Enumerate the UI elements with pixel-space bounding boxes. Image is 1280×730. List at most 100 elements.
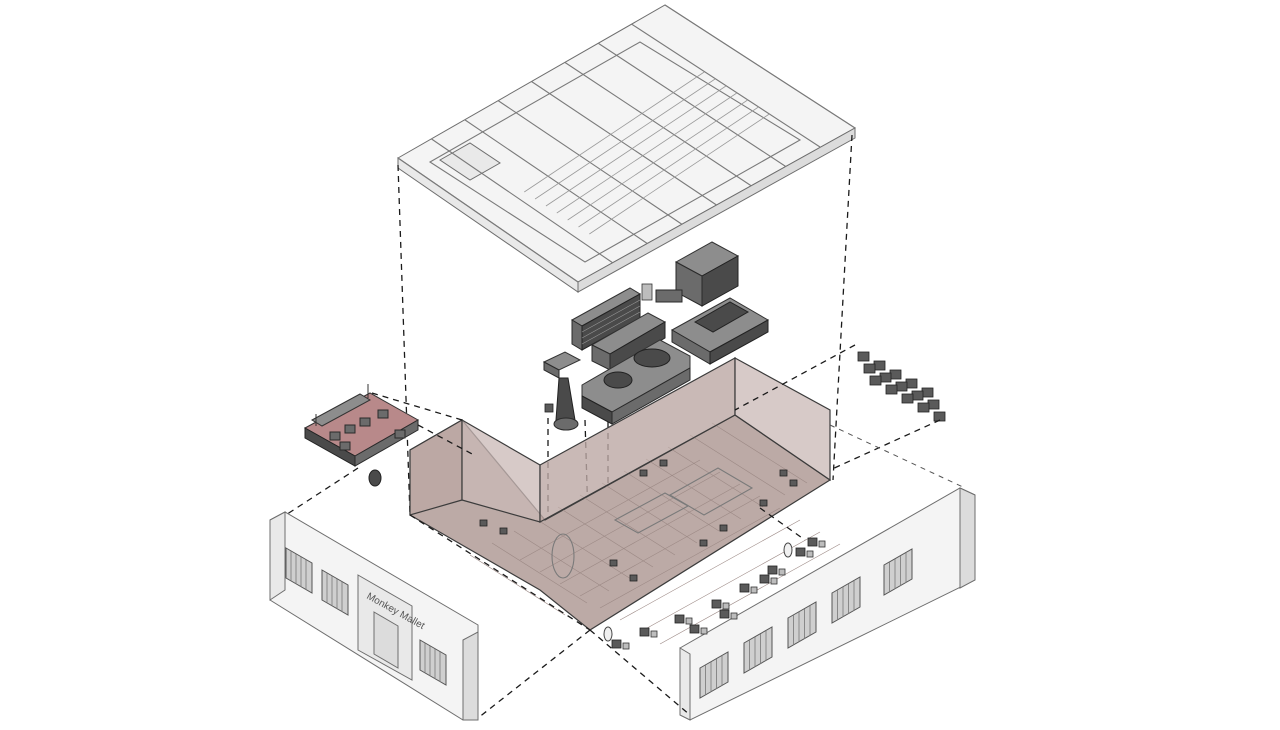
facade-right-return [959,487,976,589]
outdoor-table [719,609,730,619]
outdoor-table [711,599,722,609]
kitchen-appliance [641,283,653,301]
roof-strip [545,85,727,207]
roof-strip [556,92,738,214]
roof-beam [531,81,717,206]
lounge-banquette [310,393,372,427]
lounge-chair [394,429,406,439]
outdoor-table [795,547,806,557]
seat-row-chair [857,351,870,362]
interior-room-shell [409,356,881,669]
outdoor-chair [650,630,658,638]
floor-tile-line [619,519,801,621]
host-stand [544,403,554,413]
outdoor-chair [622,642,630,650]
floor-tile-line [623,470,720,532]
interior-chair [719,524,728,532]
wall-right [734,356,831,482]
roof-beam [664,4,856,129]
roof-beams [397,4,856,283]
ground-guide-left [477,629,591,719]
seat-row-chair [927,399,940,410]
wall-left-return [409,418,463,516]
floor-tile-line [513,530,610,592]
roof-beam [431,138,613,264]
floor-tile-line [711,422,808,484]
guide-left [397,164,411,516]
shelf-line [581,305,641,339]
outdoor-table [689,624,700,634]
seat-row-chair [889,369,902,380]
outdoor-table [807,537,818,547]
seat-row-chair [911,390,924,401]
outdoor-chair [770,577,778,585]
roof-hatch [439,142,501,181]
outdoor-table [739,583,750,593]
interior-chair [789,479,798,487]
roof-skylight-strips [524,71,770,235]
facade-window [321,569,349,616]
lounge-chair [329,431,341,441]
ground-guide-patio [759,507,806,541]
interior-chair [759,499,768,507]
lounge-chair [377,409,389,419]
outdoor-planter [603,626,613,642]
seat-guide-top [734,344,856,411]
facade-right-end [679,647,691,721]
roof-structure [397,4,856,293]
bar-curve-well [633,348,671,368]
outdoor-chair [778,568,786,576]
roof-beam [564,61,752,187]
roof-beam [397,157,579,283]
lounge-chairs [329,409,406,451]
interior-column-footprint [551,533,575,579]
lounge-guide-down [274,467,359,523]
floor-tile-line [601,482,698,544]
interior-island-footprint [668,467,754,516]
street-facade-right [679,487,976,721]
outdoor-table [767,565,778,575]
roof-strip [534,78,716,200]
interior-chairs [479,459,798,582]
lounge-chair [344,424,356,434]
interior-chair [479,519,488,527]
lounge-module [274,384,475,523]
floor-tile-line [689,434,786,496]
guide-right [832,134,853,481]
kitchen-island-front [709,319,769,365]
kitchen-island-inner [693,301,750,333]
floor-tile-line [559,483,741,585]
floor-tile-line [469,554,566,616]
facade-left-end [269,511,286,601]
ground-guide-back [829,424,966,489]
roof-strip [578,106,759,228]
lounge-chair [339,441,351,451]
seat-row-chair [873,360,886,371]
interior-chair [659,459,668,467]
seating-row-set [734,344,946,471]
column-shaft [555,377,576,421]
outdoor-planter [783,542,793,558]
outdoor-chair [722,602,730,610]
roof-inner-frame [428,41,802,263]
outdoor-chair [685,617,693,625]
seat-row-chair [895,381,908,392]
outdoor-table [611,639,622,649]
floor-tile-line [491,542,588,604]
interior-chair [499,527,508,535]
facade-left-return [462,631,479,721]
facade-window [419,639,447,686]
facade-window [787,601,817,649]
roof-strip [524,71,705,193]
roof-strip [567,99,748,221]
floor-tile-line [539,471,721,573]
outdoor-chair [730,612,738,620]
floor-tile-line [579,494,676,556]
floor-tile-line [579,495,761,597]
outdoor-chair [818,540,826,548]
seat-guide-bottom [829,419,941,471]
roof-strip [589,113,770,235]
column-base [553,417,579,431]
